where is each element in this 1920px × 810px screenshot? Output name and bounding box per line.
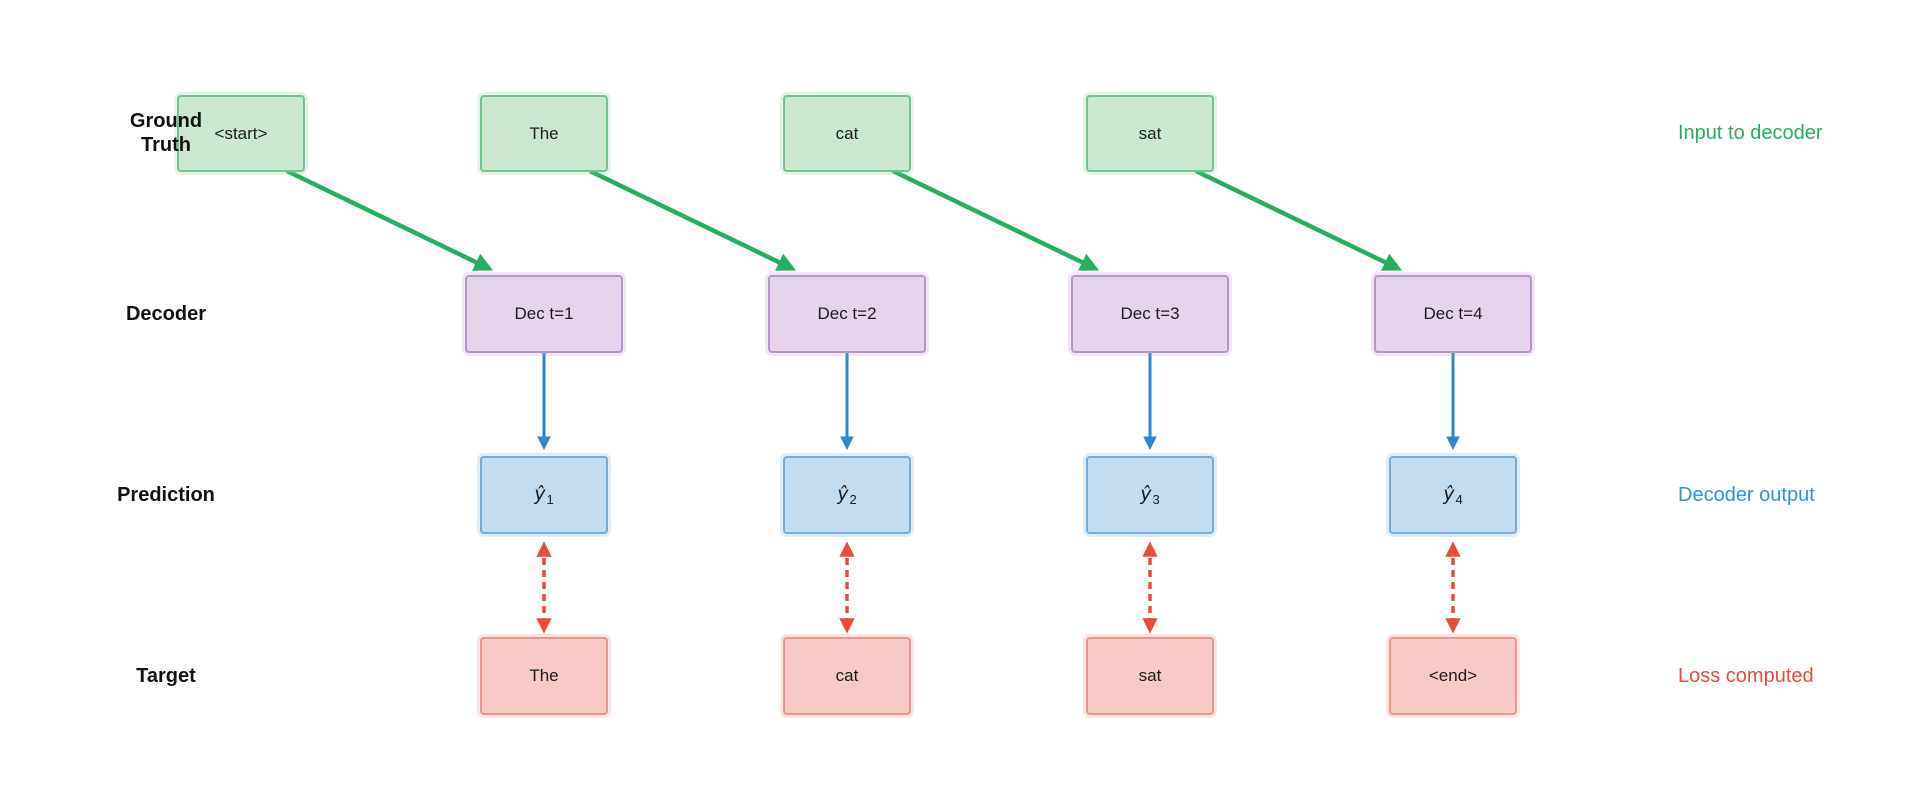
row-label-ground-truth: Ground Truth <box>129 110 203 156</box>
target-box-1-label: The <box>529 666 559 685</box>
ground-truth-box-4-label: sat <box>1138 123 1162 143</box>
annotation-loss-computed: Loss computed <box>1678 665 1814 687</box>
prediction-box-3-label: ŷ3 <box>1140 483 1159 507</box>
target-box-4: <end> <box>1389 637 1517 715</box>
target-box-3-label: sat <box>1138 666 1162 685</box>
green-arrow-4 <box>1195 168 1403 271</box>
ground-truth-box-1-label: <start> <box>214 123 268 143</box>
prediction-box-1: ŷ1 <box>480 456 608 534</box>
decoder-box-3-label: Dec t=3 <box>1120 304 1180 323</box>
yhat-subscript: 4 <box>1455 492 1463 508</box>
yhat-symbol: ŷ <box>534 482 546 505</box>
yhat-symbol: ŷ <box>1443 482 1455 505</box>
row-label-prediction: Prediction <box>117 484 215 506</box>
yhat-symbol: ŷ <box>1140 482 1152 505</box>
annotation-input-to-decoder: Input to decoder <box>1678 122 1823 144</box>
yhat-subscript: 3 <box>1152 492 1160 508</box>
prediction-box-4-label: ŷ4 <box>1443 483 1462 507</box>
ground-truth-box-1: <start> <box>177 95 305 172</box>
decoder-box-2: Dec t=2 <box>768 275 926 353</box>
green-arrow-3 <box>892 168 1100 271</box>
ground-truth-to-decoder-arrows <box>286 168 1403 271</box>
target-box-2: cat <box>783 637 911 715</box>
row-label-target: Target <box>136 665 196 687</box>
decoder-box-2-label: Dec t=2 <box>817 304 877 323</box>
decoder-box-1: Dec t=1 <box>465 275 623 353</box>
prediction-box-4: ŷ4 <box>1389 456 1517 534</box>
decoder-box-3: Dec t=3 <box>1071 275 1229 353</box>
yhat-subscript: 2 <box>849 492 857 508</box>
green-arrow-1 <box>286 168 494 271</box>
target-box-1: The <box>480 637 608 715</box>
row-label-decoder: Decoder <box>125 303 207 325</box>
ground-truth-box-3: cat <box>783 95 911 172</box>
annotation-decoder-output: Decoder output <box>1678 484 1815 506</box>
ground-truth-box-2: The <box>480 95 608 172</box>
green-arrow-2 <box>589 168 797 271</box>
loss-comparison-arrows <box>536 541 1461 634</box>
prediction-box-2-label: ŷ2 <box>837 483 856 507</box>
decoder-box-1-label: Dec t=1 <box>514 304 574 323</box>
decoder-box-4-label: Dec t=4 <box>1423 304 1483 323</box>
ground-truth-box-4: sat <box>1086 95 1214 172</box>
ground-truth-box-2-label: The <box>529 123 559 143</box>
decoder-to-prediction-arrows <box>537 353 1460 451</box>
ground-truth-box-3-label: cat <box>835 123 859 143</box>
yhat-symbol: ŷ <box>837 482 849 505</box>
decoder-box-4: Dec t=4 <box>1374 275 1532 353</box>
prediction-box-2: ŷ2 <box>783 456 911 534</box>
prediction-box-3: ŷ3 <box>1086 456 1214 534</box>
target-box-3: sat <box>1086 637 1214 715</box>
target-box-2-label: cat <box>835 666 859 685</box>
yhat-subscript: 1 <box>546 492 554 508</box>
prediction-box-1-label: ŷ1 <box>534 483 553 507</box>
target-box-4-label: <end> <box>1428 666 1478 685</box>
